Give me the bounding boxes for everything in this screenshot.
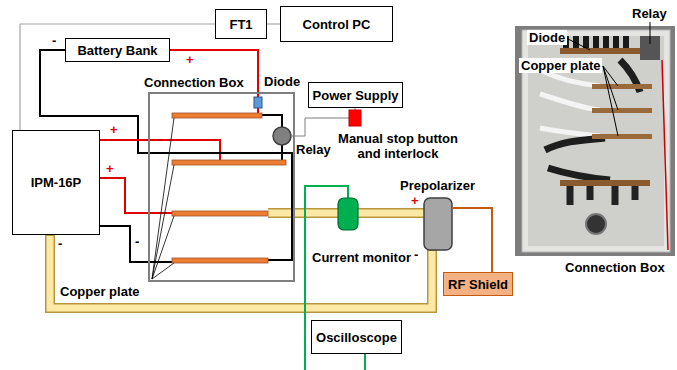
connection-box-photo: [515, 22, 675, 256]
yellow-cable: [50, 213, 432, 308]
polarity-sign: -: [52, 33, 56, 48]
box-label: Control PC: [303, 17, 371, 32]
part-label: Prepolarizer: [400, 178, 475, 193]
wire-connector: [100, 226, 148, 262]
part-label: Current monitor: [312, 250, 411, 265]
photo-label: Diode: [527, 30, 567, 45]
box-label: RF Shield: [448, 277, 508, 292]
relay-symbol: [273, 127, 291, 145]
polarity-sign: -: [58, 236, 62, 251]
photo-label: Relay: [632, 6, 667, 21]
polarity-sign: +: [110, 122, 118, 137]
box-label: IPM-16P: [31, 175, 82, 190]
polarity-sign: -: [414, 247, 418, 262]
battery-box: Battery Bank: [65, 38, 170, 62]
prepolarizer-symbol: [424, 198, 452, 250]
current-monitor-symbol: [338, 198, 358, 230]
polarity-sign: +: [186, 52, 194, 67]
part-label: Relay: [296, 142, 331, 157]
pulse-module-box: IPM-16P: [12, 130, 100, 235]
copper-plate: [172, 113, 286, 263]
interface-box: FT1: [215, 9, 267, 39]
shield-wire: [452, 208, 492, 272]
box-label: FT1: [229, 17, 252, 32]
stop-button: [349, 110, 361, 126]
polarity-sign: -: [135, 234, 139, 249]
box-heading: Connection Box: [144, 75, 244, 90]
box-label: Battery Bank: [77, 43, 157, 58]
supply-box: Power Supply: [308, 82, 404, 108]
polarity-sign: +: [106, 161, 114, 176]
wire-connector: [100, 139, 148, 141]
photo-label: Copper plate: [519, 58, 602, 73]
leader-line: [152, 118, 174, 279]
wire-connector: [100, 178, 148, 213]
box-label: Oscilloscope: [316, 330, 397, 345]
polarity-sign: +: [411, 193, 419, 208]
photo-label: Connection Box: [565, 260, 665, 275]
box-label: Power Supply: [313, 88, 399, 103]
shield-box: RF Shield: [443, 272, 513, 296]
scope-box: Oscilloscope: [311, 320, 402, 354]
part-label: Diode: [264, 74, 300, 89]
diode-symbol: [254, 97, 262, 108]
enclosure-box: Connection Box: [148, 92, 295, 282]
part-label: Manual stop button and interlock: [333, 131, 463, 161]
part-label: Copper plate: [60, 284, 139, 299]
probe-wire: [364, 354, 366, 370]
computer-box: Control PC: [280, 6, 393, 42]
wire-connector: [267, 23, 280, 24]
